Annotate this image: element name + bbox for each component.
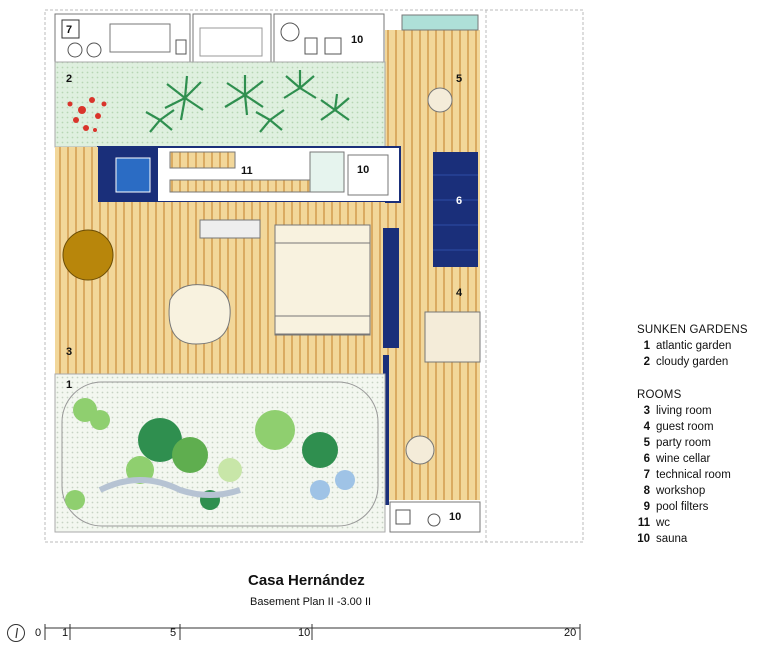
- palm-plants: [145, 70, 350, 133]
- room-label-6: 6: [456, 195, 462, 207]
- room-label-10-bottom: 10: [449, 511, 461, 523]
- plan-title: Casa Hernández: [248, 572, 365, 589]
- room-label-5: 5: [456, 73, 462, 85]
- red-tree: [67, 97, 107, 132]
- scale-label-1: 1: [62, 627, 69, 639]
- room-label-1: 1: [66, 379, 72, 391]
- scale-bar: [44, 624, 581, 640]
- scale-label-5: 5: [170, 627, 177, 639]
- room-label-10-mid: 10: [357, 164, 369, 176]
- plan-subtitle: Basement Plan II -3.00 II: [250, 596, 372, 608]
- north-arrow-icon: [7, 624, 25, 642]
- top-service-rooms: [54, 13, 385, 63]
- guest-table: [424, 311, 481, 363]
- garden-plants: [65, 398, 355, 510]
- cloudy-garden: [54, 61, 386, 148]
- room-label-3: 3: [66, 346, 72, 358]
- room-label-4: 4: [456, 287, 463, 299]
- scale-label-0: 0: [35, 627, 42, 639]
- skylight: [401, 14, 479, 31]
- room-label-11: 11: [241, 165, 253, 177]
- legend-rooms-heading: ROOMS: [637, 389, 682, 401]
- sauna-bottom: [389, 501, 481, 533]
- wine-cellar: [433, 152, 478, 267]
- spiral-stair: [62, 229, 114, 281]
- scale-label-20: 20: [564, 627, 577, 639]
- legend-sunken-heading: SUNKEN GARDENS: [637, 324, 748, 336]
- room-label-10-top: 10: [351, 34, 363, 46]
- scale-label-10: 10: [298, 627, 311, 639]
- living-furniture: [168, 87, 453, 465]
- room-label-2: 2: [66, 73, 72, 85]
- room-label-7: 7: [66, 24, 72, 36]
